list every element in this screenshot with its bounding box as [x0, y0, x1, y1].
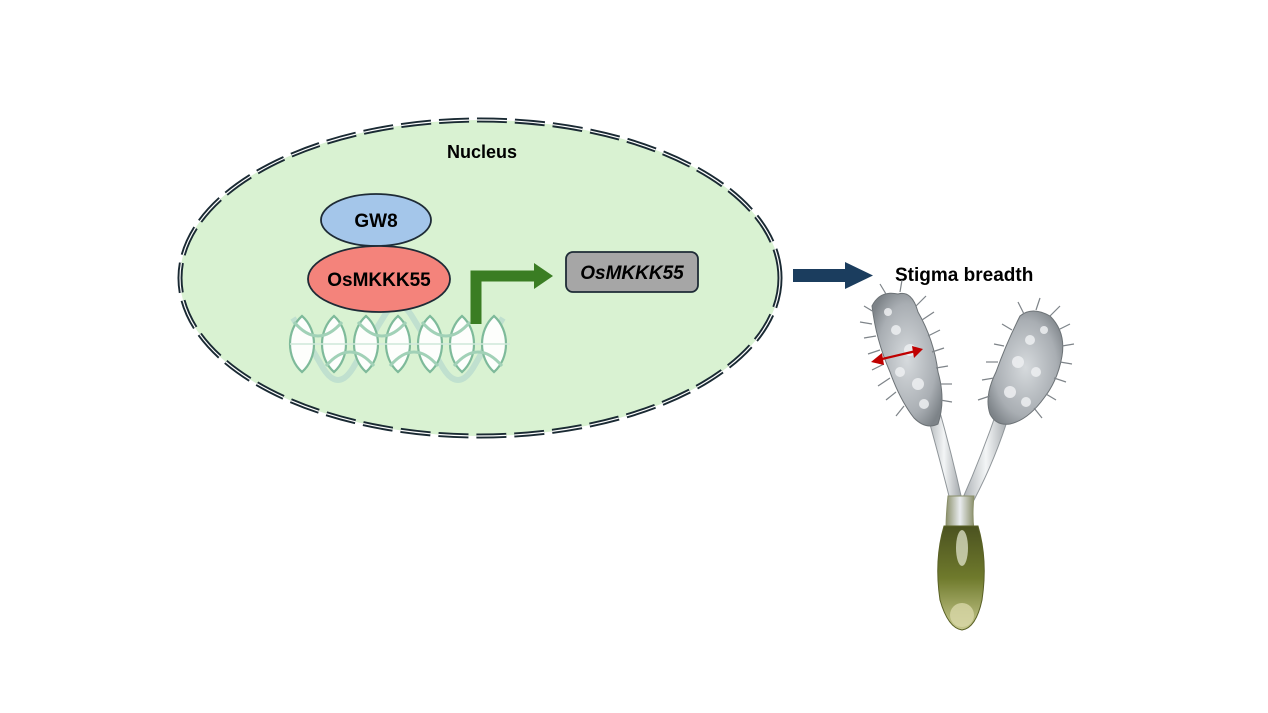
nucleus-label: Nucleus: [447, 142, 517, 162]
right-arrow-icon: [793, 262, 873, 289]
osmkkk55-protein: [307, 245, 451, 313]
osmkkk55-gene-label: OsMKKK55: [580, 263, 684, 284]
osmkkk55-protein-label: OsMKKK55: [327, 270, 431, 291]
stigma-breadth-label: Stigma breadth: [895, 265, 1033, 286]
stigma-breadth-measure-icon: [871, 346, 923, 365]
dna-helix-icon: [289, 302, 510, 383]
stigma-image: [859, 279, 1075, 631]
promoter-arrow-icon: [470, 263, 553, 324]
gw8-label: GW8: [354, 211, 397, 232]
osmkkk55-gene-box: [565, 251, 699, 293]
